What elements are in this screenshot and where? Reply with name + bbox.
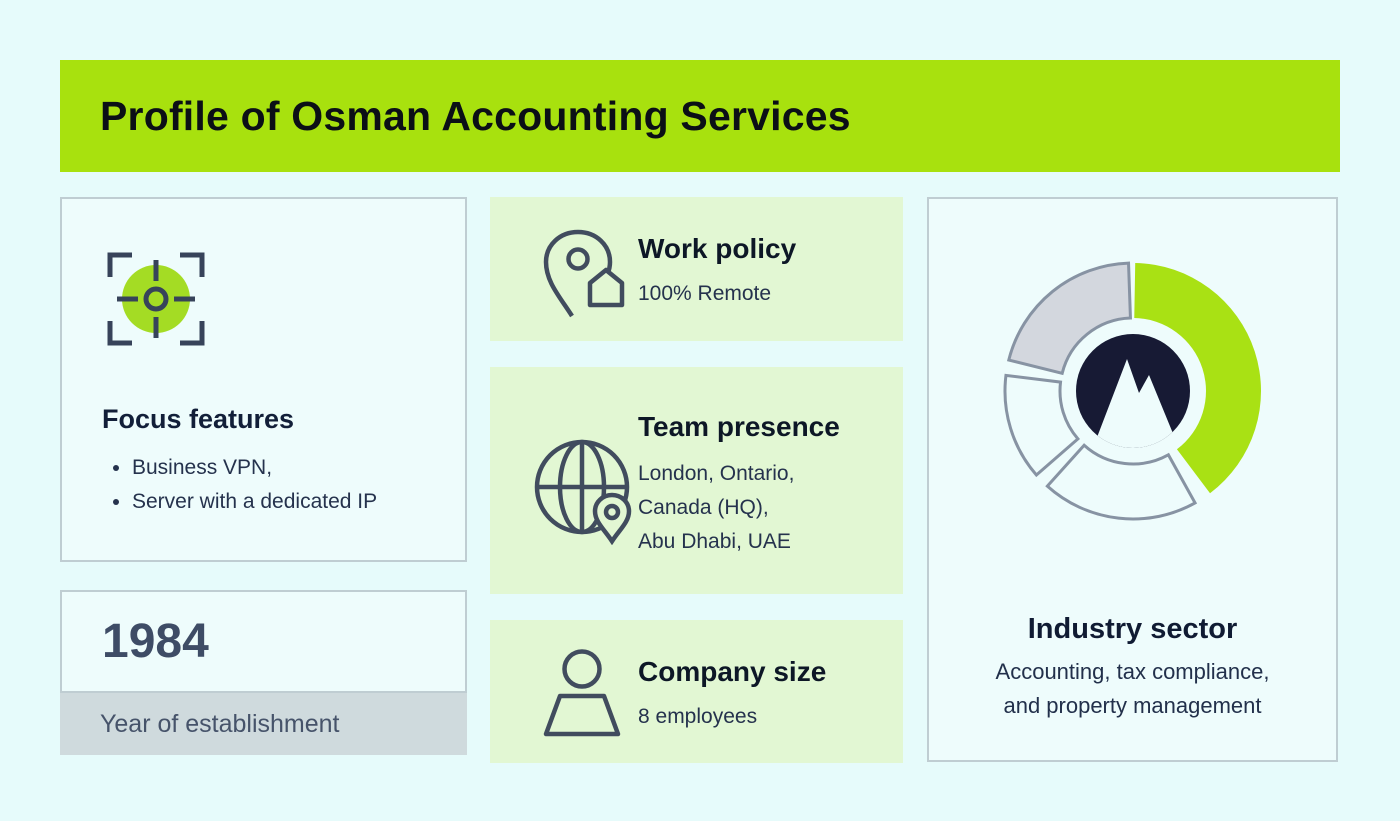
industry-sector-card: Industry sector Accounting, tax complian…: [927, 197, 1338, 762]
focus-features-title: Focus features: [102, 404, 295, 434]
team-presence-lines: London, Ontario, Canada (HQ), Abu Dhabi, U…: [638, 457, 794, 559]
team-presence-card: Team presence London, Ontario, Canada (HQ…: [490, 367, 903, 594]
location-pin-home-icon: [543, 229, 625, 318]
work-policy-card: Work policy 100% Remote: [490, 197, 903, 341]
list-item: Server with a dedicated IP: [132, 485, 377, 519]
company-size-title: Company size: [638, 656, 827, 687]
focus-target-icon: [107, 252, 205, 346]
segment-gray: [1006, 261, 1133, 376]
work-policy-title: Work policy: [638, 233, 797, 264]
industry-sector-title: Industry sector: [1027, 613, 1238, 645]
focus-features-card: Focus features Business VPN,Server with …: [60, 197, 467, 562]
list-item: Business VPN,: [132, 451, 377, 485]
year-value: 1984: [102, 615, 209, 668]
globe-pin-icon: [534, 439, 632, 545]
year-label: Year of establishment: [100, 709, 340, 738]
list-item: 100% Remote: [638, 282, 772, 305]
segment-green: [1134, 263, 1262, 494]
list-item: Canada (HQ),: [638, 496, 769, 519]
header-banner: Profile of Osman Accounting Services: [60, 60, 1340, 172]
list-item: and property management: [1003, 693, 1262, 718]
list-item: 8 employees: [638, 705, 758, 728]
team-presence-title: Team presence: [638, 411, 840, 442]
mountain-peaks: [1091, 359, 1181, 448]
industry-sector-lines: Accounting, tax compliance, and property …: [929, 655, 1336, 723]
list-item: Accounting, tax compliance,: [995, 659, 1270, 684]
page-title: Profile of Osman Accounting Services: [100, 92, 851, 139]
company-size-card: Company size 8 employees: [490, 620, 903, 763]
industry-donut-chart: [1003, 261, 1262, 521]
work-policy-lines: 100% Remote: [638, 277, 771, 311]
list-item: London, Ontario,: [638, 462, 795, 485]
focus-features-list: Business VPN,Server with a dedicated IP: [106, 451, 377, 519]
person-icon: [543, 649, 621, 737]
year-label-bar: Year of establishment: [60, 693, 467, 755]
segment-bottom: [1045, 443, 1198, 521]
list-item: Abu Dhabi, UAE: [638, 530, 791, 553]
year-card: 1984: [60, 590, 467, 693]
segment-left: [1003, 373, 1081, 478]
company-size-lines: 8 employees: [638, 700, 757, 734]
